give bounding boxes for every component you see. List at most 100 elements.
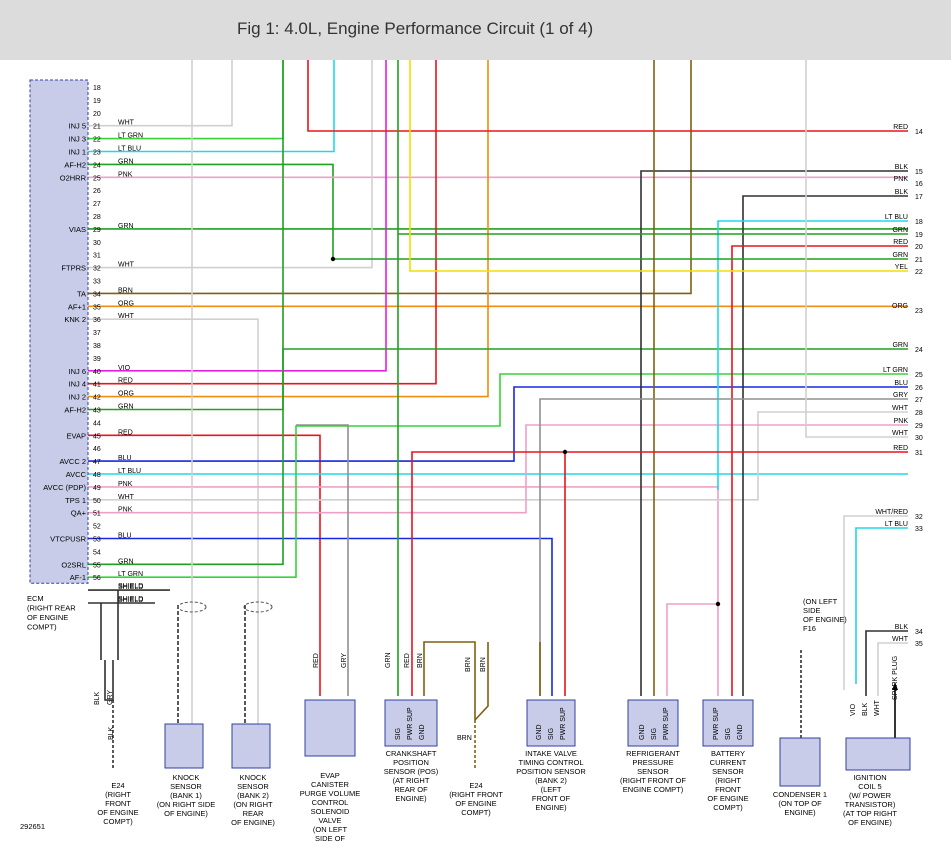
- wire-color-label: WHT: [892, 405, 909, 412]
- wire-pin-36: [88, 318, 259, 600]
- wire-color-label: LT BLU: [118, 468, 141, 475]
- wire-color-label: GRN: [118, 223, 134, 230]
- battery-label: (RIGHT: [715, 776, 741, 785]
- refrig-label: (RIGHT FRONT OF: [620, 776, 686, 785]
- splice-dot: [562, 449, 568, 455]
- pin-label: VIO: [850, 703, 857, 716]
- ignition-coil: [845, 737, 911, 771]
- wire-color-label: BLK: [94, 691, 101, 705]
- wire-color-label: GRN: [118, 558, 134, 565]
- wire-pin-42: [88, 60, 489, 398]
- coil-label: OF ENGINE): [848, 818, 892, 827]
- right-pin-number: 14: [915, 129, 923, 136]
- wire-color-label: BLU: [894, 380, 908, 387]
- wire-color-label: RED: [118, 429, 133, 436]
- wire-refrig-pnk: [666, 603, 718, 696]
- wire-pin-41: [88, 60, 437, 385]
- components-layer: [29, 79, 911, 787]
- pin-label: PWR SUP: [407, 707, 414, 740]
- ecm-pin-number: 54: [93, 549, 101, 556]
- pin-label: PWR SUP: [713, 707, 720, 740]
- ecm-pin-number: 34: [93, 291, 101, 298]
- ecm-pin-name: AF-1: [70, 573, 86, 582]
- evap-label: SIDE OF: [315, 834, 345, 843]
- wire-color-label: ORG: [118, 300, 134, 307]
- wire-pin-43: [88, 348, 908, 411]
- wire-brn: [474, 642, 489, 721]
- wire-color-label: RED: [893, 239, 908, 246]
- pin-label: SPARK PLUG: [892, 656, 899, 700]
- wire-color-label: BRN: [457, 735, 472, 742]
- wire-color-label: GRN: [385, 652, 392, 668]
- right-pin-number: 23: [915, 308, 923, 315]
- wire-color-label: PNK: [118, 481, 133, 488]
- pin-label: GND: [737, 724, 744, 740]
- wire-color-label: LT BLU: [885, 521, 908, 528]
- wire-pin-33: [855, 527, 908, 684]
- figure-title: Fig 1: 4.0L, Engine Performance Circuit …: [237, 19, 594, 38]
- ecm-pin-number: 48: [93, 472, 101, 479]
- pin-label: SIG: [548, 728, 555, 740]
- ivtc-label: (LEFT: [541, 785, 562, 794]
- wire-color-label: WHT: [892, 636, 909, 643]
- wire-color-label: ORG: [892, 303, 908, 310]
- pin-label: PWR SUP: [663, 707, 670, 740]
- evap-valve: [304, 699, 356, 757]
- crank-label: CRANKSHAFT: [386, 749, 437, 758]
- wire-pin-14: [307, 60, 908, 132]
- ivtc-label: (BANK 2): [535, 776, 567, 785]
- ecm-pin-number: 26: [93, 188, 101, 195]
- right-pin-number: 27: [915, 397, 923, 404]
- wire-evap-gry: [296, 424, 349, 696]
- wire-color-label: BRN: [465, 657, 472, 672]
- ecm-pin-number: 27: [93, 201, 101, 208]
- ecm-pin-name: QA+: [71, 509, 87, 518]
- knock1-label: (ON RIGHT SIDE: [157, 800, 216, 809]
- wire-color-label: LT BLU: [118, 146, 141, 153]
- ecm-pin-name: FTPRS: [61, 264, 86, 273]
- wire-color-label: GRY: [893, 392, 908, 399]
- wire-pin-47: [88, 386, 908, 462]
- pin-label: GND: [536, 724, 543, 740]
- right-pin-number: 30: [915, 435, 923, 442]
- ecm-pin-name: O2HRR: [60, 173, 87, 182]
- refrigerant-pressure-sensor: [627, 699, 679, 747]
- wire-color-label: SHIELD: [118, 584, 143, 591]
- ecm-pin-name: AF-H2: [64, 406, 86, 415]
- ecm-pin-number: 30: [93, 240, 101, 247]
- wire-pin-50: [88, 411, 908, 501]
- wire-pin-21: [88, 60, 233, 127]
- wire-pin-40: [88, 60, 387, 372]
- battery-label: FRONT: [715, 785, 741, 794]
- refrig-label: REFRIGERANT: [626, 749, 680, 758]
- pin-label: SIG: [395, 728, 402, 740]
- ecm-pin-number: 42: [93, 395, 101, 402]
- coil-label: IGNITION: [853, 773, 886, 782]
- right-pin-number: 33: [915, 526, 923, 533]
- knock2-label: (BANK 2): [237, 791, 269, 800]
- ecm-pin-number: 35: [93, 304, 101, 311]
- crank-label: (AT RIGHT: [393, 776, 430, 785]
- ecm-pin-number: 41: [93, 382, 101, 389]
- wire-crank-brn: [423, 641, 476, 720]
- right-pin-number: 20: [915, 244, 923, 251]
- right-pin-number: 17: [915, 194, 923, 201]
- wire-color-label: GRN: [892, 252, 908, 259]
- wire-pin-27: [539, 398, 908, 696]
- right-pin-number: 21: [915, 257, 923, 264]
- wire-color-label: WHT: [118, 120, 135, 127]
- e24-mid-label: E24: [469, 781, 482, 790]
- wire-color-label: LT GRN: [118, 571, 143, 578]
- ecm-pin-number: 19: [93, 98, 101, 105]
- right-pin-number: 18: [915, 219, 923, 226]
- ecm-label: (RIGHT REAR: [27, 604, 76, 613]
- wire-pin-32: [88, 60, 373, 269]
- evap-label: CONTROL: [312, 798, 349, 807]
- f16-label: OF ENGINE): [803, 615, 847, 624]
- evap-label: SOLENOID: [311, 807, 350, 816]
- crank-label: REAR OF: [394, 785, 428, 794]
- e24-mid-label: (RIGHT FRONT: [449, 790, 503, 799]
- wire-color-label: PNK: [118, 507, 133, 514]
- wire-color-label: LT GRN: [118, 133, 143, 140]
- wire-color-label: LT GRN: [883, 367, 908, 374]
